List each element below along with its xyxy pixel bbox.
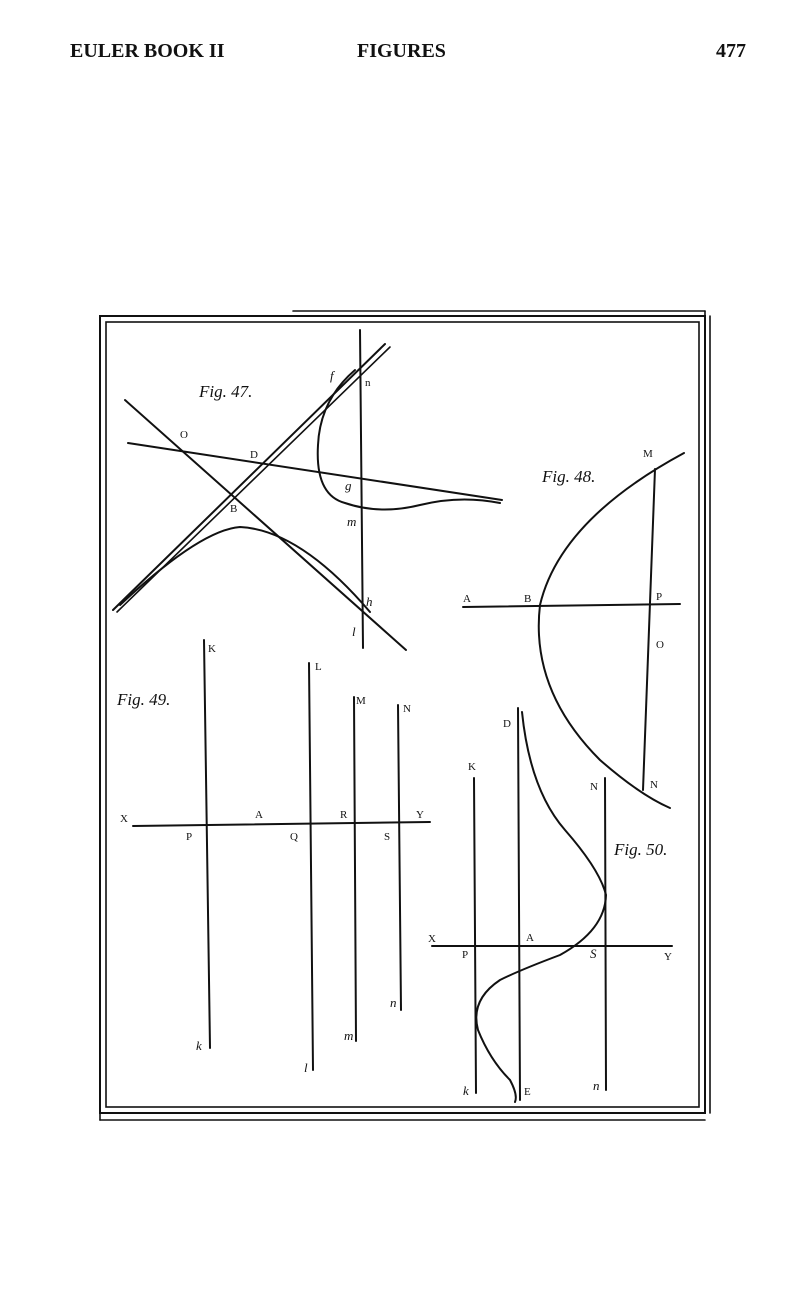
point-label-b: B xyxy=(524,593,531,605)
point-label-Q: Q xyxy=(290,831,298,843)
point-label-X: X xyxy=(120,813,128,825)
point-label-S: S xyxy=(384,831,390,843)
point-label-m: m xyxy=(347,514,356,529)
point-label-X: X xyxy=(428,933,436,945)
plate-frame xyxy=(99,310,711,1121)
loop-curve xyxy=(316,369,501,511)
vertical-line-n xyxy=(397,704,402,1011)
point-label-g: g xyxy=(345,478,352,493)
point-label-f: f xyxy=(330,368,336,383)
curve xyxy=(537,452,685,809)
figure-caption: Fig. 47. xyxy=(198,382,252,401)
section-title: FIGURES xyxy=(357,40,446,62)
curve xyxy=(475,711,608,1103)
point-label-h: h xyxy=(366,594,373,609)
point-label-D: D xyxy=(503,718,511,730)
asymptote-line-3 xyxy=(127,442,503,501)
page-header: EULER BOOK II FIGURES 477 xyxy=(0,40,810,70)
point-label-A: A xyxy=(255,809,263,821)
point-label-a: A xyxy=(463,593,471,605)
axis-line xyxy=(132,821,431,827)
point-label-o: O xyxy=(180,429,188,441)
figure-caption: Fig. 48. xyxy=(541,467,595,486)
point-label-L: L xyxy=(315,661,322,673)
point-label-k: k xyxy=(196,1038,202,1053)
point-label-n: n xyxy=(390,995,397,1010)
page-number: 477 xyxy=(716,40,746,62)
point-label-P: P xyxy=(462,949,468,961)
point-label-P: P xyxy=(186,831,192,843)
point-label-n: n xyxy=(593,1078,600,1093)
point-label-o: O xyxy=(656,639,664,651)
point-label-n: n xyxy=(365,377,371,389)
point-label-Y: Y xyxy=(664,951,672,963)
figure-caption: Fig. 50. xyxy=(613,840,667,859)
point-label-n: N xyxy=(650,779,658,791)
point-label-K: K xyxy=(208,643,216,655)
point-label-d: D xyxy=(250,449,258,461)
figure-49: Fig. 49. K L M N X A R Y P Q S k l m n xyxy=(116,639,431,1075)
asymptote-line-2 xyxy=(124,399,407,651)
vertical-line-m xyxy=(353,696,357,1042)
point-label-b: B xyxy=(230,503,237,515)
point-label-p: P xyxy=(656,591,662,603)
vertical-line-n xyxy=(604,777,607,1091)
point-label-N: N xyxy=(590,781,598,793)
hyperbola-branch xyxy=(119,525,371,613)
point-label-A: A xyxy=(526,932,534,944)
point-label-k: k xyxy=(463,1083,469,1098)
point-label-R: R xyxy=(340,809,348,821)
figure-47: Fig. 47. f n O D g B m h l xyxy=(112,329,503,651)
point-label-M: M xyxy=(356,695,366,707)
point-label-Y: Y xyxy=(416,809,424,821)
point-label-K: K xyxy=(468,761,476,773)
book-title: EULER BOOK II xyxy=(70,40,225,62)
point-label-m: m xyxy=(344,1028,353,1043)
chord-line xyxy=(642,468,656,791)
point-label-l: l xyxy=(304,1060,308,1075)
figure-caption: Fig. 49. xyxy=(116,690,170,709)
figure-48: Fig. 48. M A B P O N xyxy=(462,448,685,809)
vertical-line-k xyxy=(473,777,477,1094)
vertical-line-e xyxy=(517,707,521,1101)
vertical-line xyxy=(359,329,364,649)
point-label-E: E xyxy=(524,1086,531,1098)
vertical-line-k xyxy=(203,639,211,1049)
point-label-m: M xyxy=(643,448,653,460)
point-label-l: l xyxy=(352,624,356,639)
point-label-N: N xyxy=(403,703,411,715)
axis-line xyxy=(462,603,681,608)
point-label-S: S xyxy=(590,946,597,961)
figure-50: Fig. 50. D K N X A P S Y k E n xyxy=(428,707,673,1103)
asymptote-line-1 xyxy=(112,343,386,611)
vertical-line-l xyxy=(308,662,314,1071)
